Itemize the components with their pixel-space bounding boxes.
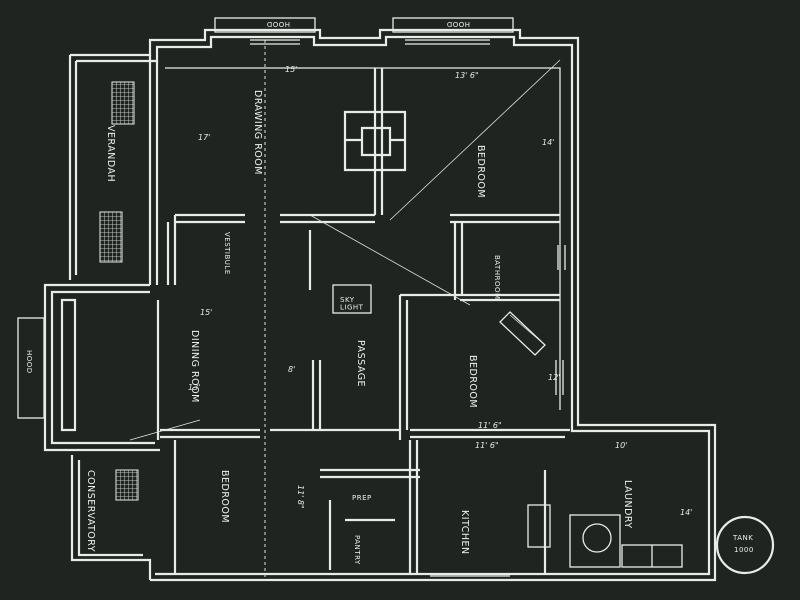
label-tank: TANK [732, 534, 753, 542]
room-labels: VERANDAH DRAWING ROOM BEDROOM VESTIBULE … [25, 20, 754, 565]
label-kitchen: KITCHEN [459, 510, 470, 555]
dim-dining-room-width: 15' [200, 308, 212, 317]
label-bedroom-top: BEDROOM [475, 145, 486, 198]
dimension-labels: 15' 13' 6" 17' 14' 15' 8' 11' 6" 12' 11'… [188, 65, 692, 517]
dim-bedroom-middle-depth: 12' [548, 373, 560, 382]
label-hood-top-right: HOOD [446, 20, 470, 28]
dim-laundry-width: 10' [615, 441, 627, 450]
verandah-grating-top [111, 81, 135, 125]
label-verandah: VERANDAH [105, 125, 116, 182]
dim-bedroom-middle-width: 11' 6" [478, 421, 502, 430]
windows [250, 39, 566, 577]
steps [499, 311, 546, 356]
dim-prep-depth: 11' 8" [296, 485, 305, 509]
label-passage: PASSAGE [355, 340, 366, 387]
dim-passage-width: 8' [288, 365, 295, 374]
dim-bedroom-top-width: 13' 6" [455, 71, 479, 80]
dim-dining-room-depth: 13' [188, 383, 200, 392]
interior-walls [156, 68, 570, 574]
label-hood-left: HOOD [25, 350, 33, 374]
conservatory-grating [115, 469, 139, 501]
kitchen-fittings [527, 504, 683, 568]
hood-top-left-outline [214, 17, 316, 33]
chimney-stack [343, 110, 407, 172]
label-hood-top-left: HOOD [266, 20, 290, 28]
label-vestibule: VESTIBULE [223, 232, 231, 275]
water-tank-outline [715, 515, 775, 575]
label-dining-room: DINING ROOM [189, 330, 200, 403]
dim-laundry-depth: 14' [680, 508, 692, 517]
label-pantry: PANTRY [353, 535, 361, 565]
dim-drawing-room-depth: 17' [198, 133, 210, 142]
label-bathroom: BATHROOM [493, 255, 501, 300]
label-laundry: LAUNDRY [622, 480, 633, 529]
verandah-grating-bottom [99, 211, 123, 263]
hood-left-outline [17, 317, 45, 419]
label-bedroom-bottom: BEDROOM [219, 470, 230, 523]
label-tank-capacity: 1000 [734, 546, 754, 554]
dim-kitchen-width: 11' 6" [475, 441, 499, 450]
label-drawing-room: DRAWING ROOM [252, 90, 263, 175]
label-conservatory: CONSERVATORY [85, 470, 96, 552]
construction-lines [129, 40, 561, 580]
dim-bedroom-top-depth: 14' [542, 138, 554, 147]
outer-walls [43, 28, 717, 582]
dim-drawing-room-width: 15' [285, 65, 297, 74]
label-prep: PREP [352, 494, 372, 502]
hood-top-right-outline [392, 17, 514, 33]
skylight-outline [332, 284, 372, 314]
label-bedroom-middle: BEDROOM [467, 355, 478, 408]
